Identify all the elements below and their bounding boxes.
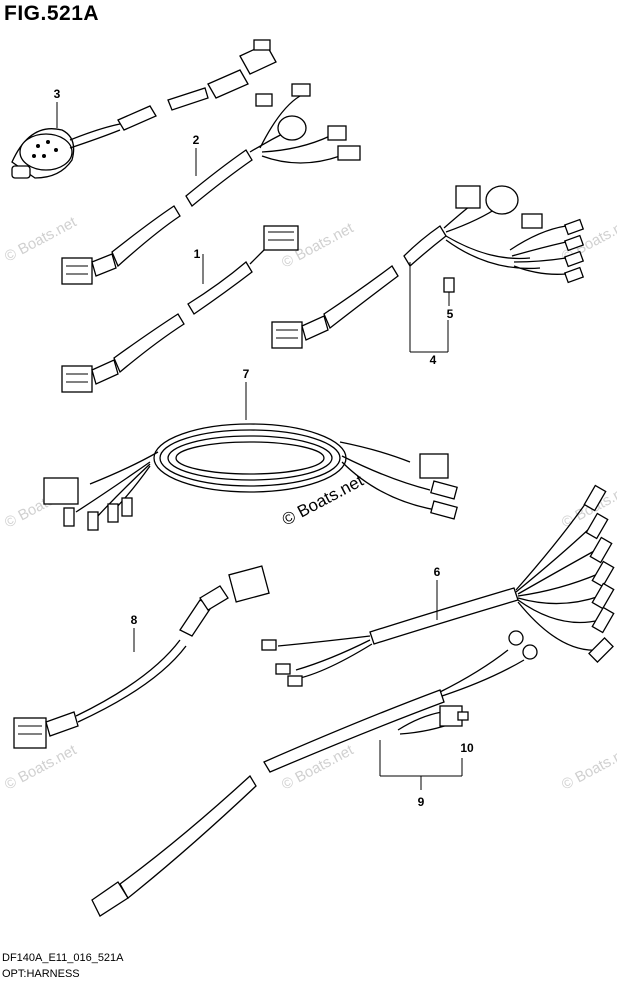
part-5-fuse (443, 277, 455, 298)
figure-section-name: OPT:HARNESS (2, 968, 80, 980)
callout-labels: 1 2 3 4 5 6 7 8 9 10 (54, 87, 474, 809)
part-4-harness (271, 185, 585, 349)
callout-2: 2 (193, 133, 200, 147)
part-9-harness (91, 630, 538, 917)
part-1-harness (61, 225, 299, 393)
callout-3: 3 (54, 87, 61, 101)
callout-8: 8 (131, 613, 138, 627)
part-2-harness (61, 83, 361, 285)
figure-model-code: DF140A_E11_016_521A (2, 952, 124, 964)
callout-6: 6 (434, 565, 441, 579)
part-7-harness (43, 423, 458, 531)
callout-9: 9 (418, 795, 425, 809)
watermark: © Boats.net (559, 741, 617, 793)
part-6-harness (261, 484, 615, 687)
part-10-fuse-holder (439, 705, 469, 727)
part-3-buzzer-harness (11, 39, 277, 179)
callout-10: 10 (460, 741, 474, 755)
callout-5: 5 (447, 307, 454, 321)
callout-7: 7 (243, 367, 250, 381)
watermark: © Boats.net (2, 741, 80, 793)
figure-title: FIG.521A (4, 2, 100, 25)
callout-1: 1 (194, 247, 201, 261)
callout-4: 4 (430, 353, 437, 367)
part-8-harness (13, 565, 270, 749)
